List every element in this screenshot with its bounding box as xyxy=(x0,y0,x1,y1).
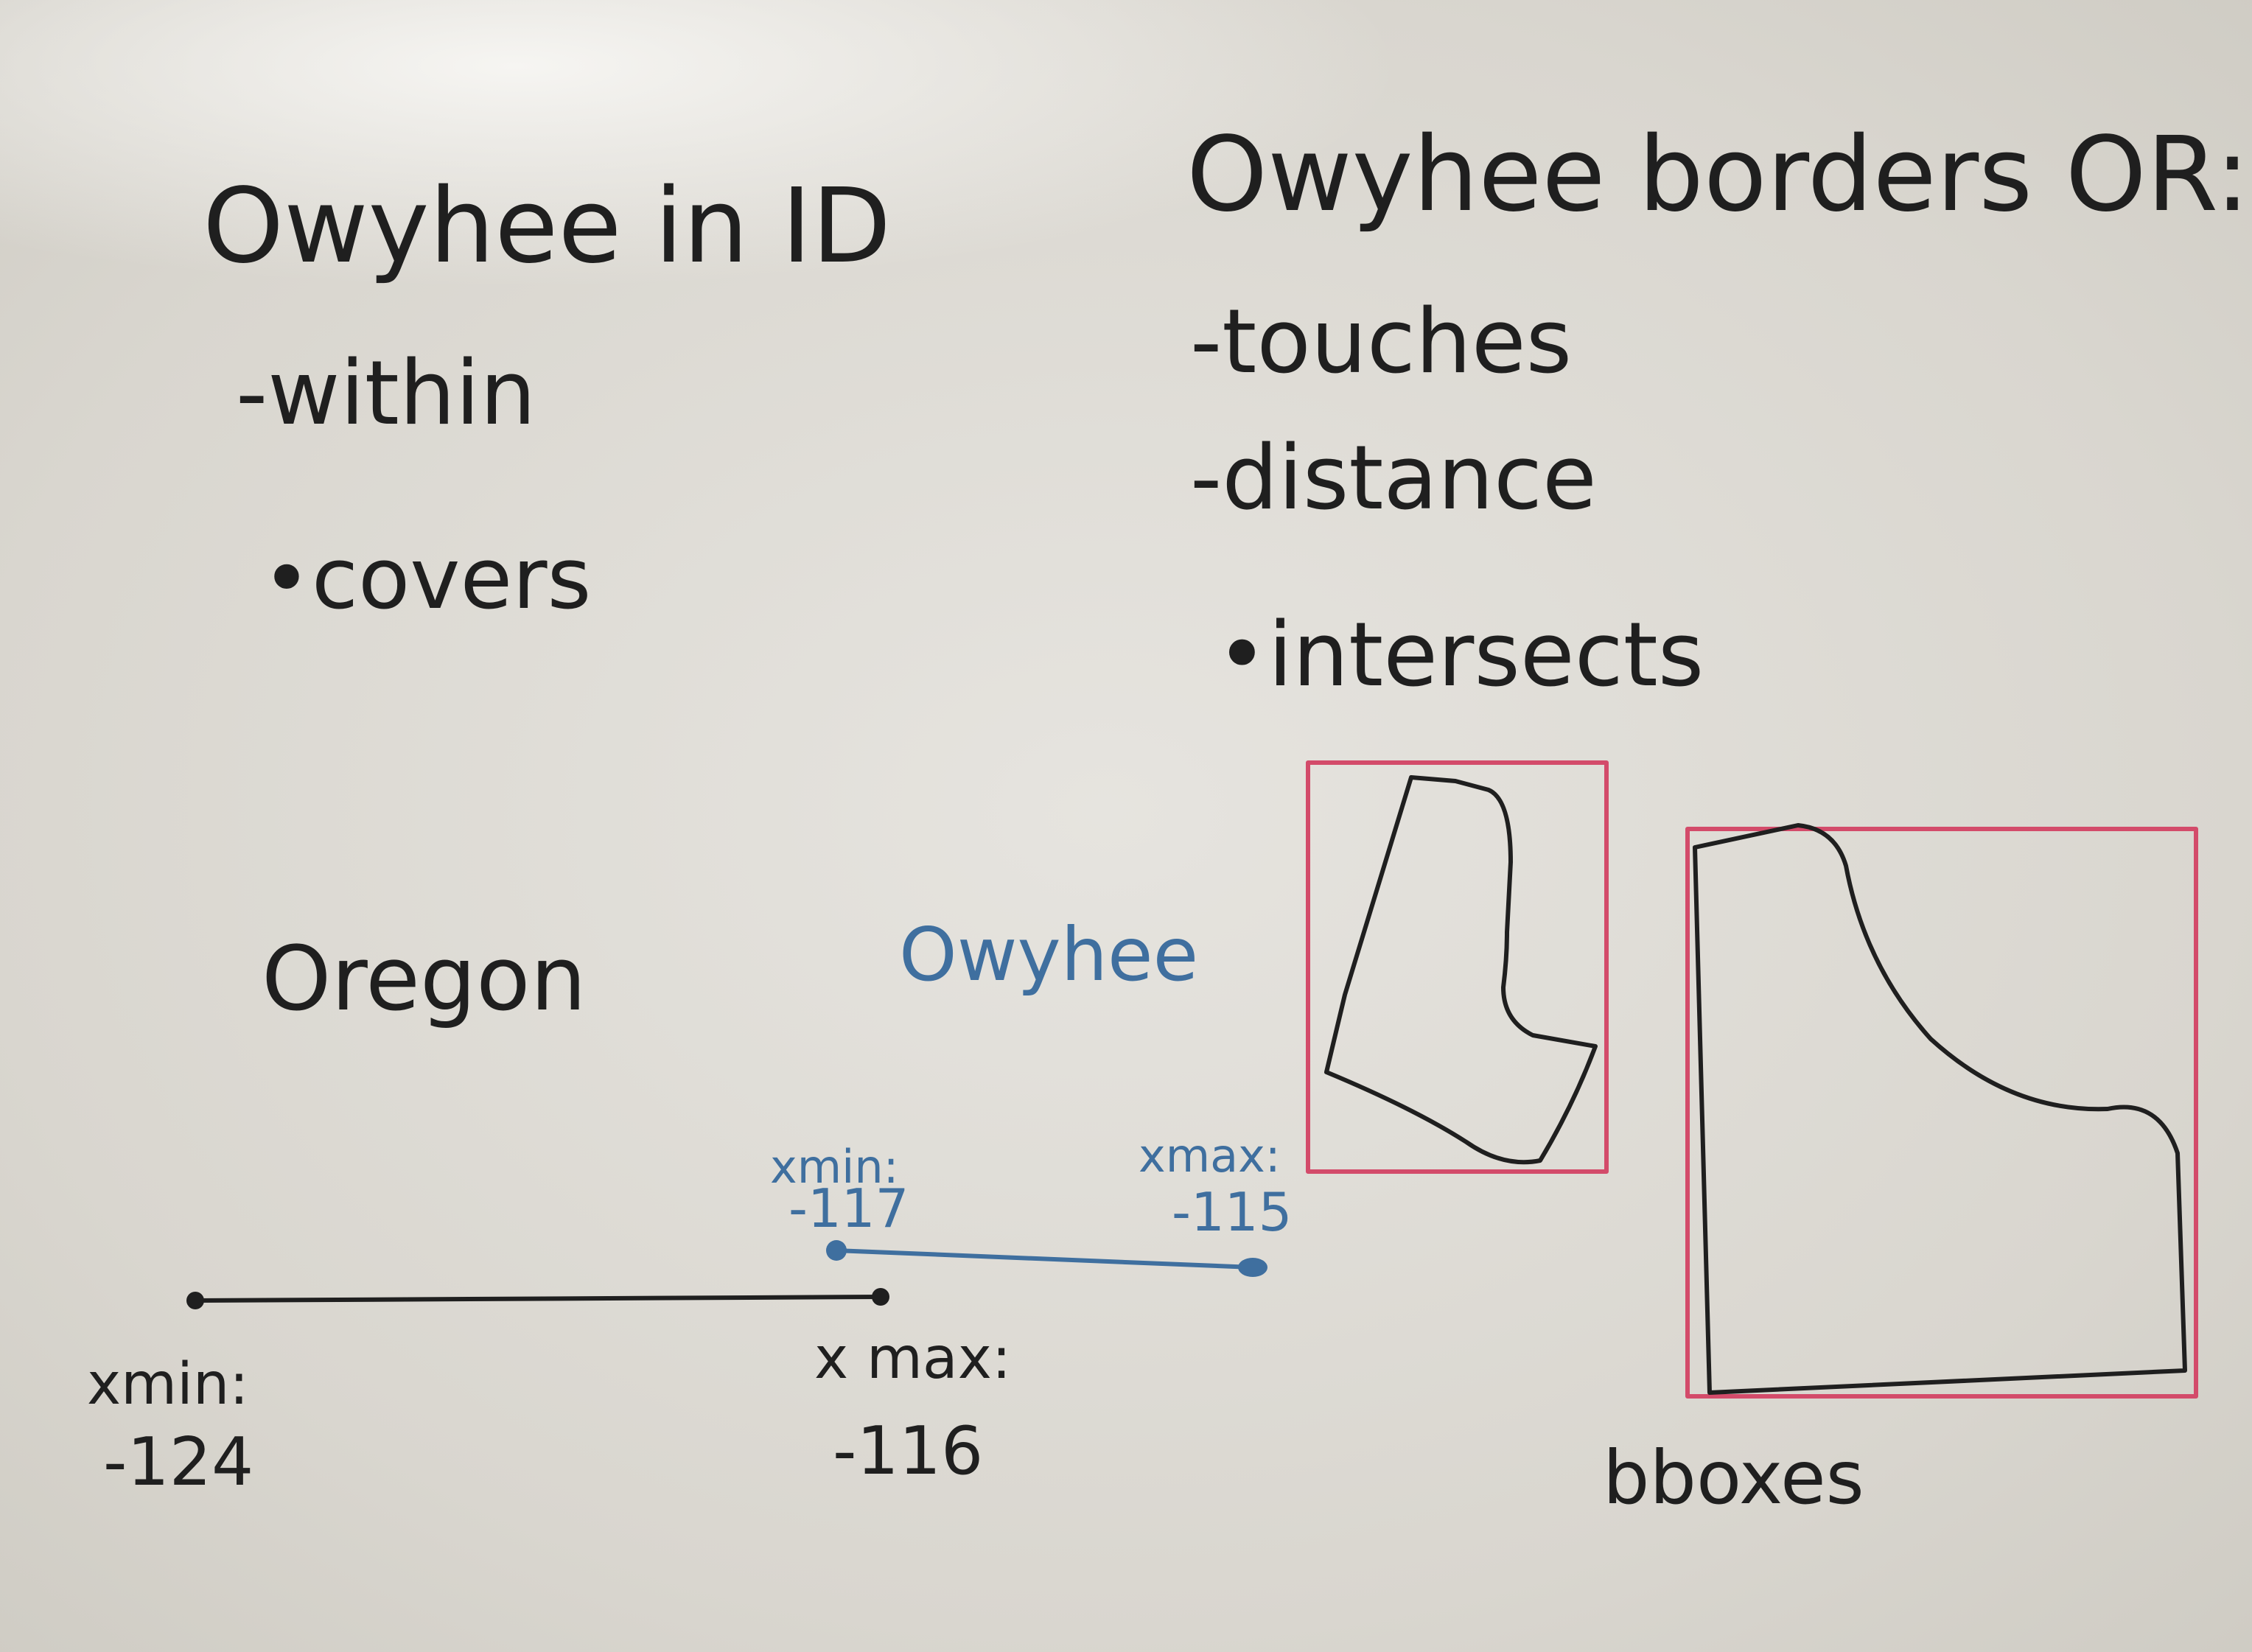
oregon-xrange-line xyxy=(193,1295,883,1303)
right-item-intersects: •intersects xyxy=(1216,604,1704,707)
owyhee-xmin-value: -117 xyxy=(788,1177,909,1239)
right-title: Owyhee borders OR: xyxy=(1186,115,2250,235)
owyhee-xrange-line xyxy=(834,1248,1255,1270)
bboxes-label: bboxes xyxy=(1603,1435,1864,1521)
large-bounding-box xyxy=(1685,827,2198,1399)
left-item-within: -within xyxy=(236,343,536,445)
oregon-xmax-value: -116 xyxy=(833,1413,983,1490)
right-item-touches: -touches xyxy=(1190,291,1572,393)
left-title: Owyhee in ID xyxy=(203,167,891,287)
oregon-xmin-value: -124 xyxy=(103,1424,253,1501)
small-bounding-box xyxy=(1306,760,1609,1174)
owyhee-xmax-label: xmax: xyxy=(1139,1129,1281,1183)
right-item-distance: -distance xyxy=(1190,427,1597,530)
large-shape-outline xyxy=(1693,823,2187,1395)
oregon-xmin-label: xmin: xyxy=(87,1351,249,1418)
owyhee-xmax-value: -115 xyxy=(1172,1181,1292,1243)
left-item-covers: •covers xyxy=(262,530,591,629)
owyhee-label: Owyhee xyxy=(899,911,1198,998)
owyhee-xmax-point xyxy=(1238,1258,1267,1277)
small-shape-outline xyxy=(1324,775,1598,1165)
oregon-label: Oregon xyxy=(262,928,587,1031)
oregon-xmax-label: x max: xyxy=(814,1326,1011,1392)
oregon-xmax-point xyxy=(872,1288,889,1306)
owyhee-xmin-label: xmin: xyxy=(770,1140,899,1194)
owyhee-xmin-point xyxy=(826,1240,847,1261)
oregon-xmin-point xyxy=(186,1292,204,1309)
